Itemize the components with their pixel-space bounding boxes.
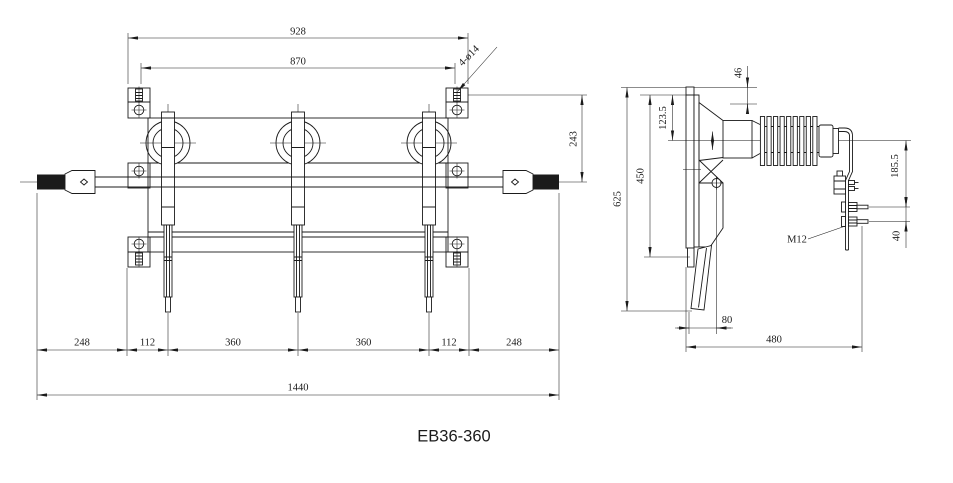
dim-label-1440: 1440 <box>288 383 309 394</box>
dim-label-112-left: 112 <box>140 338 155 349</box>
insulator-cap <box>818 124 834 158</box>
terminal-bolt-upper <box>841 201 869 213</box>
front-dimension-lines <box>36 33 587 400</box>
insulator-bellows <box>759 116 818 166</box>
terminal-clamp <box>833 175 846 195</box>
front-geometry <box>20 86 587 313</box>
side-dimension-lines <box>621 66 910 352</box>
dim-label-185-5: 185.5 <box>890 154 901 178</box>
dim-label-870: 870 <box>290 57 306 68</box>
dim-label-112-right: 112 <box>441 338 456 349</box>
insulator-adapter <box>698 102 724 161</box>
dim-label-360-right: 360 <box>356 338 372 349</box>
dim-label-40: 40 <box>892 231 903 242</box>
dim-label-80: 80 <box>722 315 733 326</box>
support-bracket <box>698 182 724 248</box>
dim-label-243: 243 <box>569 131 580 147</box>
front-view: 928 870 4-ø14 243 248 112 360 360 112 24… <box>20 27 587 400</box>
mount-tab-bottom-right <box>445 236 469 268</box>
front-dimension-labels: 928 870 4-ø14 243 248 112 360 360 112 24… <box>74 27 579 394</box>
dim-label-480: 480 <box>766 335 782 346</box>
dim-label-248-right: 248 <box>506 338 522 349</box>
side-dimension-labels: 46 123.5 450 625 185.5 40 80 480 M12 <box>613 68 903 346</box>
mounting-plate <box>685 86 695 249</box>
side-view: 46 123.5 450 625 185.5 40 80 480 M12 <box>613 66 911 352</box>
mount-tab-mid-right <box>445 162 469 189</box>
dim-label-holes: 4-ø14 <box>457 43 483 69</box>
terminal-strip <box>838 127 853 251</box>
dim-label-450: 450 <box>636 168 647 184</box>
dim-label-248-left: 248 <box>74 338 90 349</box>
dim-label-360-left: 360 <box>225 338 241 349</box>
shaft-thread-left <box>37 174 65 190</box>
mount-tab-top-right <box>445 86 469 119</box>
shaft-thread-right <box>533 174 559 190</box>
dim-label-123-5: 123.5 <box>658 106 669 130</box>
mount-tab-top-left <box>127 86 151 119</box>
drawing-title: EB36-360 <box>417 428 490 446</box>
dim-label-m12: M12 <box>787 235 807 246</box>
phase-bushing-2 <box>269 103 327 313</box>
dim-label-625: 625 <box>613 191 624 207</box>
terminal-bolt-lower <box>841 216 869 227</box>
mount-tab-mid-left <box>127 162 151 189</box>
operating-shaft <box>95 176 503 188</box>
blade-arm <box>690 244 713 311</box>
side-geometry <box>668 86 911 334</box>
dim-label-46: 46 <box>734 68 745 79</box>
dim-label-928: 928 <box>290 27 306 38</box>
mount-tab-bottom-left <box>127 236 151 268</box>
phase-bushing-3 <box>400 103 458 313</box>
